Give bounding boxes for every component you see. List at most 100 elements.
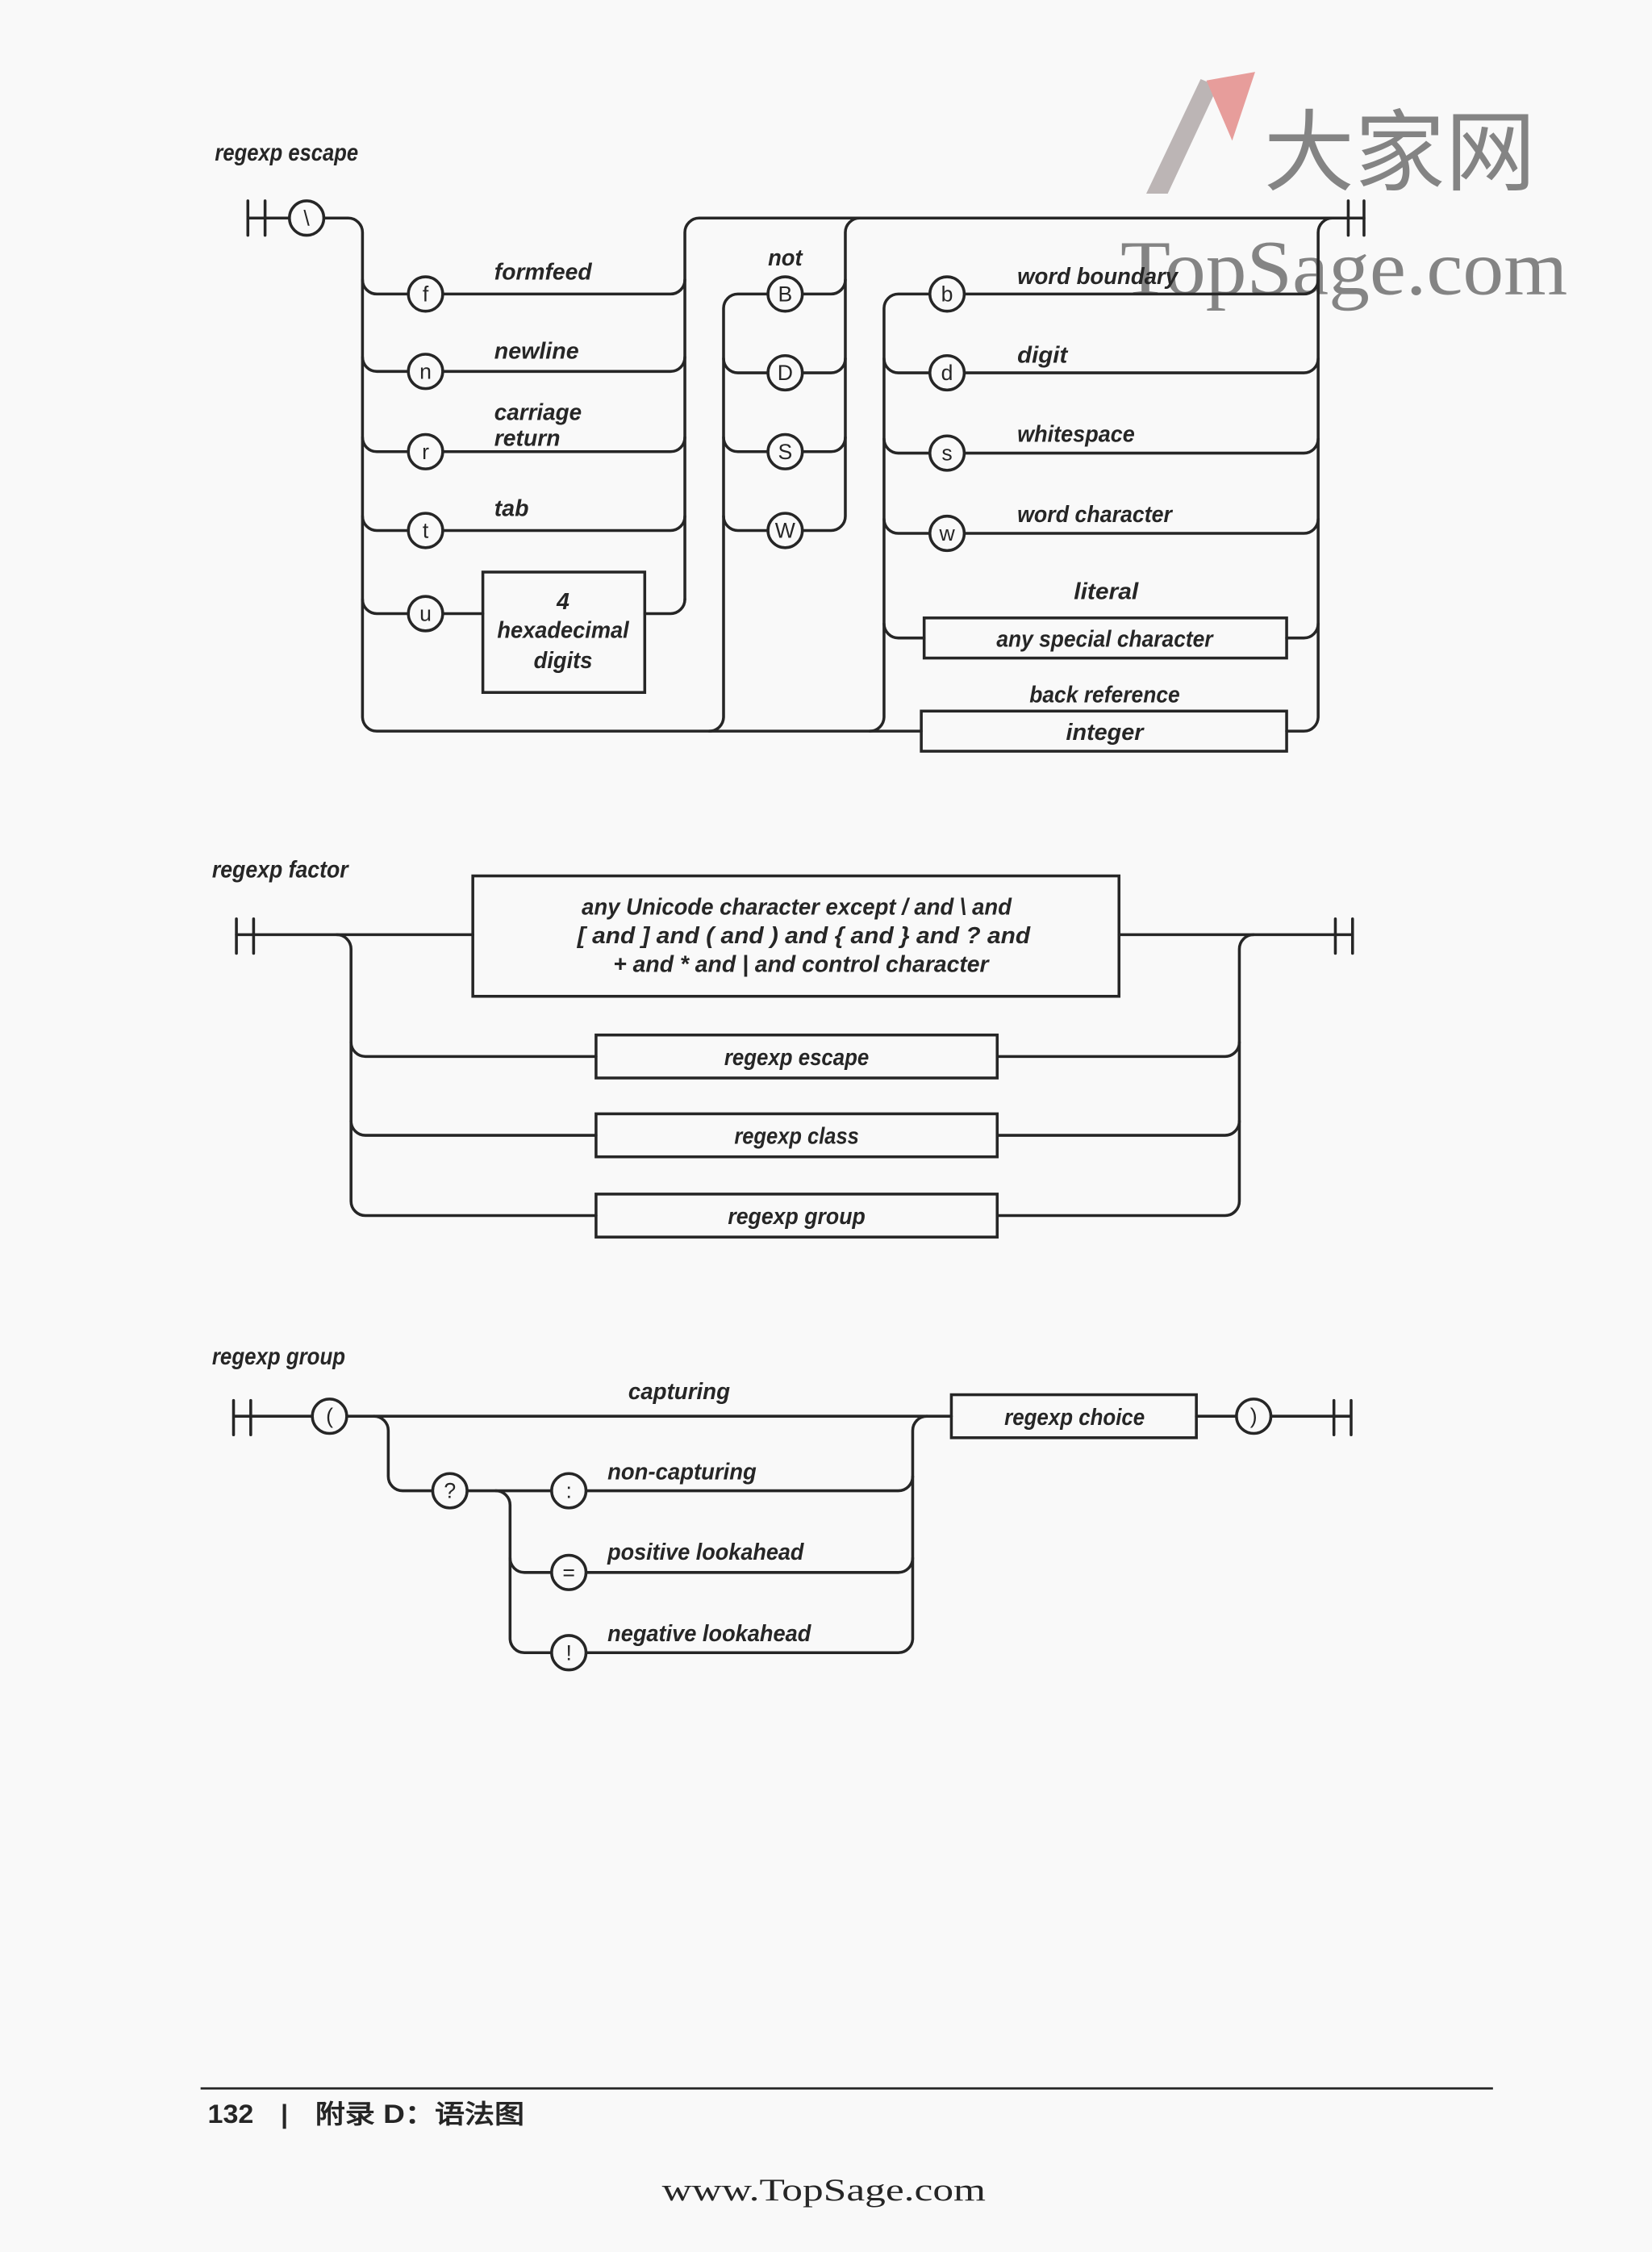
terminal-char: u	[419, 601, 432, 625]
box-line-count: 4	[556, 589, 569, 615]
class-branch-track-s	[882, 437, 932, 455]
terminal-f: f	[407, 275, 444, 313]
class-branch-track-d	[882, 357, 932, 374]
label-newline: newline	[494, 338, 579, 364]
terminal-circle	[766, 353, 804, 392]
watermark: 大家网 TopSage.com	[1120, 72, 1567, 311]
terminal-circle	[431, 1472, 469, 1510]
terminal-circle	[288, 199, 326, 237]
branch-track-escape	[349, 1040, 598, 1059]
terminal-circle	[407, 512, 444, 549]
nonterminal-regexp-class: regexp class	[594, 1112, 999, 1159]
nonterminal-box	[471, 874, 1121, 998]
branch-track-class	[349, 1119, 598, 1137]
terminal-s: s	[928, 434, 966, 472]
terminal-char: W	[775, 518, 796, 542]
terminal-equals: =	[550, 1553, 588, 1591]
question-branch-track	[372, 1414, 435, 1493]
nonterminal-box	[594, 1193, 999, 1239]
label-formfeed: formfeed	[494, 260, 592, 286]
terminal-char: B	[778, 282, 792, 306]
terminal-char: =	[562, 1561, 575, 1585]
site-url: www.TopSage.com	[662, 2173, 986, 2208]
box-line-2: [ and ] and ( and ) and { and } and ? an…	[577, 923, 1031, 949]
terminal-w: w	[928, 514, 966, 553]
terminal-close-paren: )	[1235, 1398, 1273, 1435]
watermark-site-text: TopSage.com	[1120, 225, 1567, 311]
nonterminal-label: regexp choice	[1004, 1405, 1145, 1431]
terminal-circle	[407, 275, 444, 313]
terminal-char: s	[941, 441, 952, 466]
trunk-track	[322, 216, 923, 733]
section-title: 附录 D：语法图	[315, 2099, 524, 2129]
watermark-logo-pole	[1145, 78, 1218, 194]
positive-lookahead-track	[508, 1556, 553, 1574]
footer-separator: |	[281, 2099, 288, 2129]
terminal-question: ?	[431, 1472, 469, 1510]
nonterminal-regexp-escape: regexp escape	[594, 1033, 999, 1080]
terminal-char: S	[778, 440, 792, 464]
terminal-char: r	[422, 440, 429, 464]
terminal-char: ?	[444, 1479, 456, 1503]
terminal-d: d	[928, 353, 966, 392]
terminal-b: b	[928, 275, 966, 313]
terminal-circle	[311, 1398, 348, 1435]
label-positive-lookahead: positive lookahead	[607, 1540, 804, 1565]
branch-track-u	[361, 597, 686, 616]
nonterminal-box	[594, 1112, 999, 1159]
terminal-circle	[928, 434, 966, 472]
terminal-circle	[550, 1634, 588, 1672]
label-tab: tab	[494, 496, 529, 522]
nonterminal-regexp-group: regexp group	[594, 1193, 999, 1239]
trunk-track	[335, 933, 598, 1218]
label-word-character: word character	[1017, 502, 1174, 528]
nonterminal-label: integer	[1066, 720, 1145, 746]
terminal-exclamation: !	[550, 1634, 588, 1672]
page-footer: 132 | 附录 D：语法图 www.TopSage.com	[200, 2087, 1493, 2208]
terminal-B: B	[766, 275, 804, 313]
terminal-char: b	[941, 282, 953, 306]
watermark-logo-flag	[1206, 72, 1255, 141]
diagram-title: regexp group	[212, 1343, 345, 1370]
nonterminal-label: regexp escape	[724, 1045, 869, 1071]
not-branch-track-W	[722, 514, 770, 533]
label-return: return	[494, 426, 561, 452]
terminal-W: W	[766, 512, 804, 549]
terminal-char: (	[326, 1404, 333, 1428]
label-word-boundary: word boundary	[1017, 264, 1179, 290]
terminal-char: )	[1250, 1404, 1258, 1428]
nonterminal-box	[920, 709, 1288, 753]
escape-tracks	[246, 199, 1366, 733]
label-digit: digit	[1017, 343, 1069, 369]
terminal-r: r	[407, 432, 444, 470]
start-marker	[246, 199, 291, 237]
terminal-circle	[766, 275, 804, 313]
terminal-char: D	[778, 361, 793, 385]
terminal-t: t	[407, 512, 444, 549]
not-branch-track-D	[722, 357, 770, 374]
not-branch-track-S	[722, 436, 770, 453]
terminal-circle	[407, 595, 444, 633]
terminal-char: n	[419, 359, 432, 383]
watermark-logo-text: 大家网	[1264, 102, 1536, 205]
nonterminal-any-special-character: any special character	[922, 616, 1288, 660]
start-marker	[232, 1398, 314, 1437]
exit-track-negative	[584, 1414, 929, 1655]
class-branch-track-w	[882, 517, 932, 535]
escape-join-track	[683, 216, 1366, 601]
terminal-circle	[1235, 1398, 1273, 1435]
terminal-circle	[407, 432, 444, 470]
nonterminal-box	[481, 570, 647, 694]
not-entry-track	[707, 292, 770, 733]
label-not: not	[768, 245, 803, 271]
label-capturing: capturing	[628, 1379, 730, 1405]
terminal-open-paren: (	[311, 1398, 348, 1435]
label-literal: literal	[1074, 579, 1139, 605]
lookahead-trunk-track	[494, 1489, 553, 1655]
nonterminal-hex-digits: 4 hexadecimal digits	[481, 570, 647, 694]
exit-track-group	[995, 933, 1255, 1218]
class-entry-track	[868, 292, 932, 733]
terminal-u: u	[407, 595, 444, 633]
